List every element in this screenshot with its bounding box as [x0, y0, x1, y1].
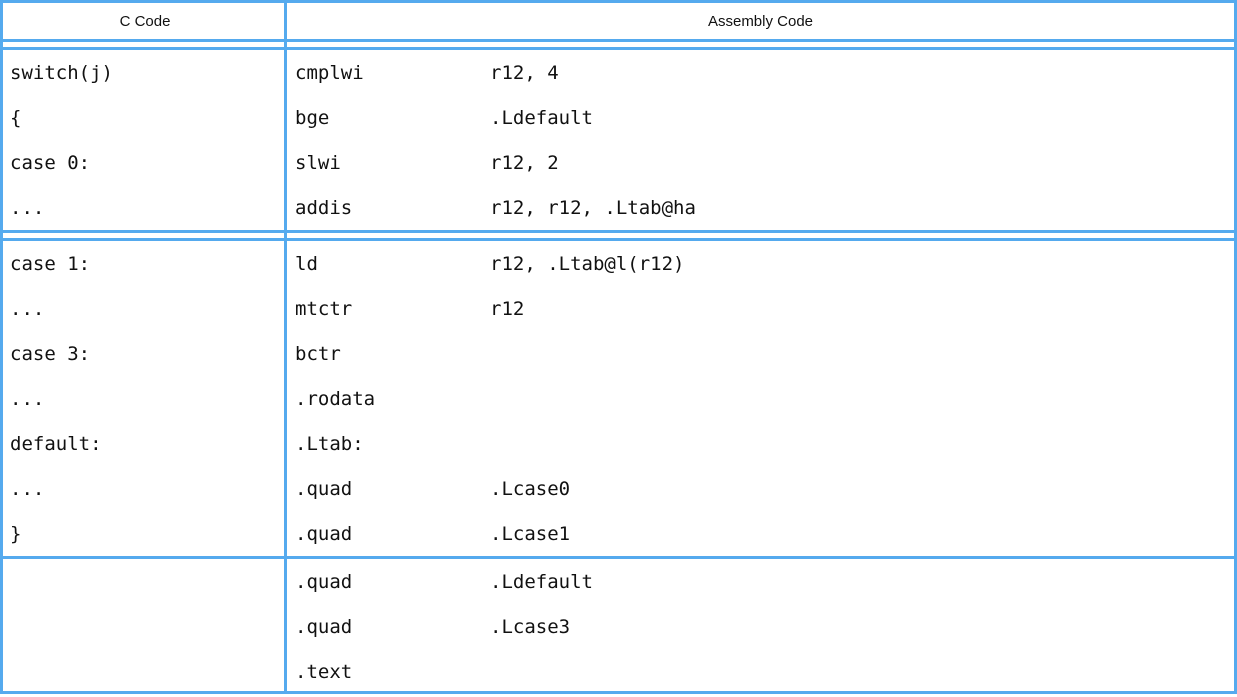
asm-code-cell: .quad .Lcase1 [287, 523, 1234, 545]
asm-operands: r12 [490, 297, 525, 320]
asm-mnemonic: ld [295, 252, 318, 275]
table-row: } .quad .Lcase1 [3, 511, 1234, 556]
asm-code-cell: bctr [287, 343, 1234, 365]
asm-mnemonic: .rodata [295, 387, 376, 410]
asm-code-cell: ld r12, .Ltab@l(r12) [287, 253, 1234, 275]
table-row: default: .Ltab: [3, 421, 1234, 466]
table-row: case 3: bctr [3, 331, 1234, 376]
asm-mnemonic: bctr [295, 342, 341, 365]
asm-mnemonic: .quad [295, 615, 353, 638]
asm-mnemonic: .quad [295, 477, 353, 500]
asm-code-cell: .quad .Lcase0 [287, 478, 1234, 500]
asm-code-cell: .text [287, 661, 1234, 683]
asm-operands [490, 433, 1234, 455]
column-divider [284, 3, 287, 691]
asm-code-cell: mtctr r12 [287, 298, 1234, 320]
c-code-cell: default: [10, 432, 102, 455]
asm-code-cell: addis r12, r12, .Ltab@ha [287, 197, 1234, 219]
asm-operands [490, 388, 1234, 410]
table-row: .quad .Ldefault [3, 559, 1234, 604]
asm-code-cell: cmplwi r12, 4 [287, 62, 1234, 84]
table-row: .text [3, 649, 1234, 691]
asm-operands: r12, 4 [490, 61, 559, 84]
asm-code-cell: .quad .Ldefault [287, 571, 1234, 593]
asm-mnemonic: .text [295, 660, 353, 683]
asm-mnemonic: addis [295, 196, 353, 219]
table-row: ... .rodata [3, 376, 1234, 421]
table-row: { bge .Ldefault [3, 95, 1234, 140]
table-row: switch(j) cmplwi r12, 4 [3, 50, 1234, 95]
asm-code-cell: .rodata [287, 388, 1234, 410]
asm-code-cell: .Ltab: [287, 433, 1234, 455]
table-row: ... addis r12, r12, .Ltab@ha [3, 185, 1234, 230]
asm-mnemonic: mtctr [295, 297, 353, 320]
c-code-cell: ... [10, 196, 45, 219]
table-row: ... .quad .Lcase0 [3, 466, 1234, 511]
asm-operands: r12, 2 [490, 151, 559, 174]
c-code-cell: } [10, 522, 22, 545]
asm-operands: .Ldefault [490, 570, 593, 593]
table-row: case 0: slwi r12, 2 [3, 140, 1234, 185]
asm-operands: .Ldefault [490, 106, 593, 129]
asm-operands: .Lcase0 [490, 477, 571, 500]
c-code-column-header: C Code [119, 12, 171, 30]
asm-operands: .Lcase3 [490, 615, 571, 638]
asm-mnemonic: .quad [295, 522, 353, 545]
asm-mnemonic: cmplwi [295, 61, 364, 84]
table-row: .quad .Lcase3 [3, 604, 1234, 649]
table-row: ... mtctr r12 [3, 286, 1234, 331]
asm-mnemonic: .Ltab: [295, 432, 364, 455]
c-code-cell: case 0: [10, 151, 91, 174]
asm-operands: .Lcase1 [490, 522, 571, 545]
asm-code-cell: slwi r12, 2 [287, 152, 1234, 174]
header-separator-double-line [3, 39, 1234, 50]
table-header-row: C Code Assembly Code [3, 3, 1234, 39]
asm-operands [490, 343, 1234, 365]
group-separator-single-line [3, 556, 1234, 559]
c-code-cell: switch(j) [10, 61, 113, 84]
asm-operands [490, 661, 1234, 683]
asm-code-cell: bge .Ldefault [287, 107, 1234, 129]
asm-mnemonic: bge [295, 106, 330, 129]
c-code-cell: ... [10, 297, 45, 320]
group-separator-double-line [3, 230, 1234, 241]
asm-operands: r12, r12, .Ltab@ha [490, 196, 696, 219]
c-code-cell: { [10, 106, 22, 129]
c-code-cell: ... [10, 477, 45, 500]
c-code-cell: case 3: [10, 342, 91, 365]
c-code-cell: ... [10, 387, 45, 410]
asm-mnemonic: .quad [295, 570, 353, 593]
table-row: case 1: ld r12, .Ltab@l(r12) [3, 241, 1234, 286]
c-code-cell: case 1: [10, 252, 91, 275]
assembly-code-column-header: Assembly Code [707, 12, 814, 30]
asm-code-cell: .quad .Lcase3 [287, 616, 1234, 638]
asm-mnemonic: slwi [295, 151, 341, 174]
asm-operands: r12, .Ltab@l(r12) [490, 252, 685, 275]
